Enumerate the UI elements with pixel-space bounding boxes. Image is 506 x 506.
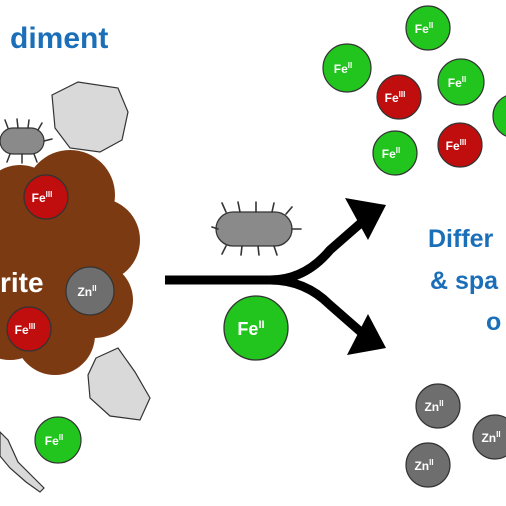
rock-particle-lower [87,347,151,421]
fe2-ion: FeII [372,130,418,176]
svg-text:FeIII: FeIII [385,90,406,105]
fe3-ion: FeIII [437,122,483,168]
ion-symbol: Fe [334,62,348,76]
rock-particle-top [51,81,129,153]
fe3-ion: FeIII [6,306,52,352]
svg-text:ZnII: ZnII [481,430,500,445]
svg-text:FeIII: FeIII [15,322,36,337]
ion-symbol: Fe [382,147,396,161]
zn2-ion: ZnII [472,414,506,460]
fe3-ion: FeIII [376,74,422,120]
svg-text:ZnII: ZnII [424,399,443,414]
svg-text:FeII: FeII [415,21,433,36]
ion-symbol: Zn [481,431,496,445]
fe2-ion: FeII [223,295,289,361]
fe2-ion: FeII [322,43,372,93]
svg-text:FeII: FeII [382,146,400,161]
ion-oxidation: III [46,190,53,199]
fe3-ion: FeIII [23,174,69,220]
ion-oxidation: II [462,75,466,84]
ion-oxidation: III [460,138,467,147]
ion-symbol: Zn [414,459,429,473]
ion-oxidation: III [29,322,36,331]
svg-text:FeII: FeII [237,319,264,339]
ion-oxidation: II [348,61,352,70]
zn2-ion: ZnII [415,383,461,429]
outcome-line-2: & spa [430,267,499,295]
ion-symbol: Fe [32,191,46,205]
ion-oxidation: III [399,90,406,99]
ion-symbol: Zn [424,400,439,414]
ion-symbol: Fe [237,319,258,339]
fe2-ion: FeII [34,416,82,464]
ion-symbol: Fe [448,76,462,90]
rock-fragment-bottom [0,431,45,493]
sediment-heading: diment [10,22,108,55]
ion-symbol: Fe [45,434,59,448]
bacterium-icon-sediment [0,118,53,164]
ion-oxidation: II [429,21,433,30]
ion-symbol: Fe [446,139,460,153]
ion-oxidation: II [439,399,443,408]
svg-text:FeII: FeII [45,433,63,448]
ion-oxidation: II [496,430,500,439]
ion-symbol: Zn [77,285,92,299]
ion-oxidation: II [429,458,433,467]
zn2-ion: ZnII [405,442,451,488]
ion-oxidation: II [258,319,264,331]
svg-text:FeIII: FeIII [446,138,467,153]
ion-symbol: Fe [415,22,429,36]
fe2-ion [492,95,506,137]
svg-text:ZnII: ZnII [414,458,433,473]
outcome-line-3: o [486,308,501,336]
ion-oxidation: II [59,433,63,442]
outcome-line-1: Differ [428,225,494,253]
svg-text:FeII: FeII [334,61,352,76]
ferrihydrite-label: rite [0,267,44,298]
bacterium-icon-center [211,201,302,256]
fe2-ion: FeII [437,58,485,106]
ion-symbol: Fe [385,91,399,105]
svg-text:FeIII: FeIII [32,190,53,205]
ion-symbol: Fe [15,323,29,337]
branching-arrow-icon [165,198,386,355]
ion-oxidation: II [396,146,400,155]
fe2-ion: FeII [405,5,451,51]
svg-text:ZnII: ZnII [77,284,96,299]
ion-oxidation: II [92,284,96,293]
svg-text:FeII: FeII [448,75,466,90]
zn2-ion: ZnII [65,266,115,316]
